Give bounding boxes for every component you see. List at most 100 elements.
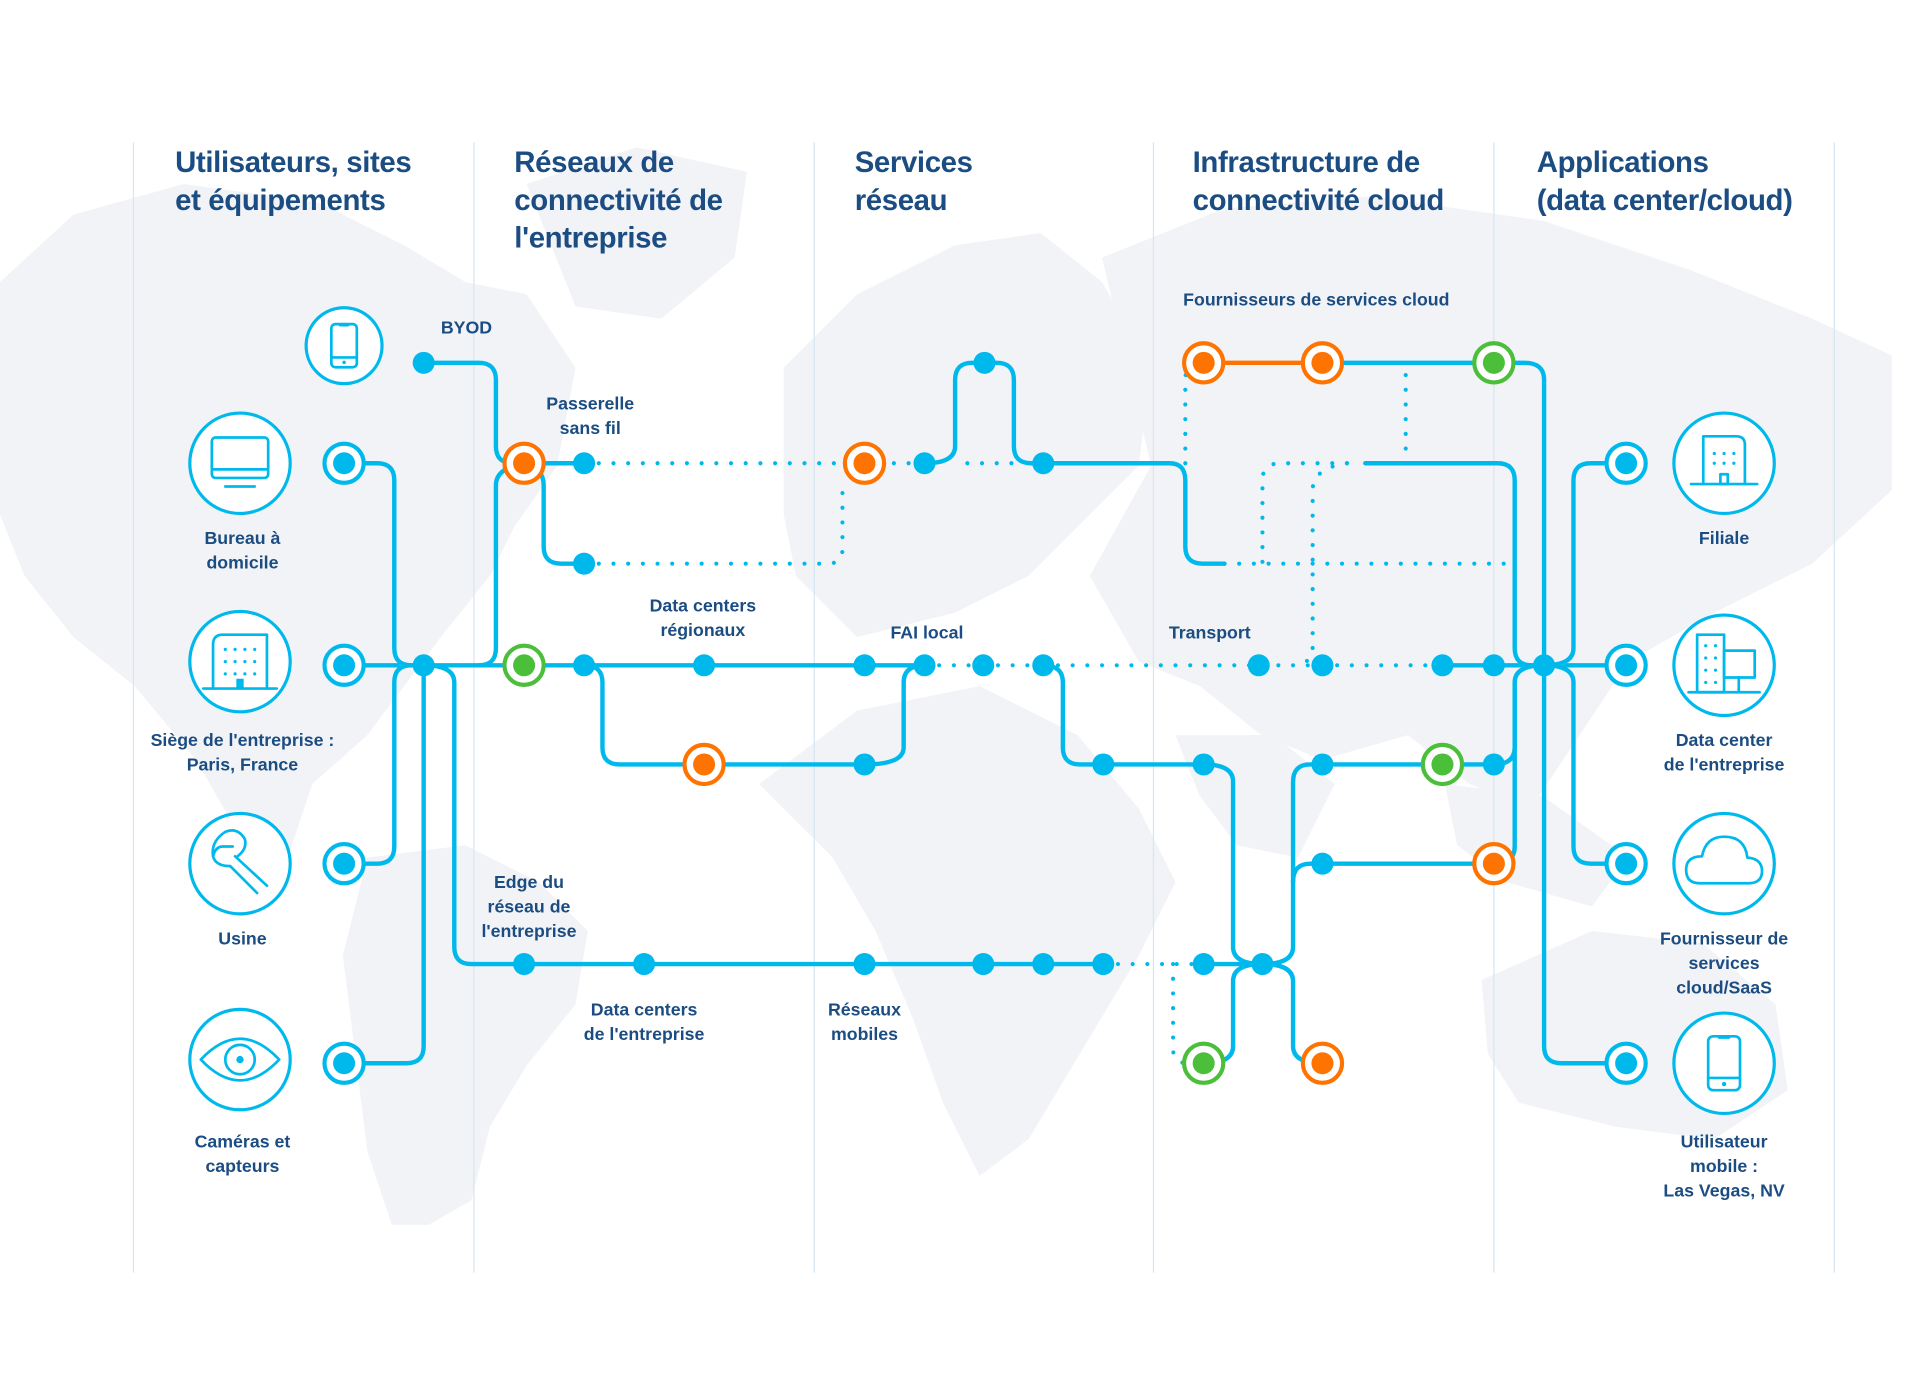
endpoint-datacenter[interactable] <box>1672 613 1776 718</box>
endpoint-cameras[interactable] <box>188 1007 292 1112</box>
endpoint-label-home-office-line: domicile <box>206 553 278 573</box>
icon-frame <box>1672 1011 1776 1116</box>
network-node[interactable] <box>1311 852 1334 875</box>
secure-node[interactable] <box>1182 1041 1226 1085</box>
network-node[interactable] <box>513 953 536 976</box>
port-mobile-user[interactable] <box>1604 1041 1648 1085</box>
port-home-office-core <box>333 452 356 475</box>
endpoint-label-factory-line: Usine <box>218 928 266 948</box>
endpoint-label-saas-line: services <box>1689 953 1760 973</box>
cloud-provider-node[interactable] <box>1472 841 1516 886</box>
wireless-dotted-link <box>1170 961 1190 1066</box>
endpoint-byod[interactable] <box>304 306 384 386</box>
network-node[interactable] <box>1431 654 1454 677</box>
network-line <box>1041 663 1265 967</box>
network-node[interactable] <box>1311 654 1334 677</box>
network-node[interactable] <box>913 452 936 475</box>
endpoint-label-headquarters-line: Paris, France <box>187 755 299 775</box>
network-line <box>1541 461 1629 668</box>
network-node[interactable] <box>573 654 596 677</box>
network-node[interactable] <box>1032 654 1055 677</box>
port-factory[interactable] <box>322 841 366 886</box>
endpoint-label-cameras-line: capteurs <box>205 1156 279 1176</box>
network-node[interactable] <box>1192 953 1215 976</box>
network-node[interactable] <box>1533 654 1556 677</box>
secure-node[interactable] <box>1420 742 1465 787</box>
cloud-provider-node[interactable] <box>1300 1041 1345 1085</box>
monitor-icon <box>188 411 292 516</box>
port-home-office[interactable] <box>322 441 366 485</box>
port-branch[interactable] <box>1604 441 1648 485</box>
network-node[interactable] <box>1482 753 1505 776</box>
secure-node[interactable] <box>502 643 546 687</box>
cloud-provider-node[interactable] <box>1300 341 1345 385</box>
network-node[interactable] <box>853 953 876 976</box>
network-node[interactable] <box>1247 654 1270 677</box>
network-node[interactable] <box>853 654 876 677</box>
network-node[interactable] <box>853 753 876 776</box>
endpoint-factory[interactable] <box>188 811 292 916</box>
network-node[interactable] <box>693 654 716 677</box>
label-regional-datacenters-line: Data centers <box>650 595 757 615</box>
port-datacenter[interactable] <box>1604 643 1648 687</box>
cloud-provider-node[interactable] <box>1182 341 1226 385</box>
port-saas[interactable] <box>1604 841 1648 886</box>
endpoint-headquarters[interactable] <box>188 609 292 714</box>
secure-node[interactable] <box>1472 341 1516 385</box>
port-cameras[interactable] <box>322 1041 366 1085</box>
network-node[interactable] <box>573 552 596 575</box>
network-node[interactable] <box>1032 953 1055 976</box>
cloud-provider-node[interactable] <box>842 441 887 485</box>
network-node[interactable] <box>972 953 995 976</box>
endpoint-label-home-office-line: Bureau à <box>204 528 280 548</box>
column-title-line: Infrastructure de <box>1193 146 1420 179</box>
secure-node-core <box>1482 351 1505 374</box>
cloud-provider-node-core <box>513 452 536 475</box>
network-node[interactable] <box>913 654 936 677</box>
column-title-line: connectivité de <box>514 184 722 217</box>
label-transport-line: Transport <box>1169 622 1251 642</box>
label-wireless-gateway-line: Passerelle <box>546 393 634 413</box>
network-node[interactable] <box>973 351 996 374</box>
port-headquarters-core <box>333 654 356 677</box>
network-line <box>1541 663 1629 866</box>
label-mobile-networks-line: mobiles <box>831 1024 898 1044</box>
port-branch-core <box>1615 452 1638 475</box>
port-headquarters[interactable] <box>322 643 366 687</box>
column-title-line: Services <box>855 146 973 179</box>
endpoint-label-factory: Usine <box>218 928 266 948</box>
network-node[interactable] <box>1482 654 1505 677</box>
network-node[interactable] <box>633 953 656 976</box>
column-title: Applications(data center/cloud) <box>1537 146 1793 217</box>
column-title-line: Applications <box>1537 146 1709 179</box>
network-node[interactable] <box>412 654 435 677</box>
endpoint-saas[interactable] <box>1672 811 1776 916</box>
label-local-isp: FAI local <box>890 622 963 642</box>
network-node[interactable] <box>573 452 596 475</box>
wireless-dotted-link <box>1295 461 1350 668</box>
map-africa <box>759 686 1176 1176</box>
network-node[interactable] <box>1192 753 1215 776</box>
network-node[interactable] <box>1092 953 1115 976</box>
cloud-provider-node-core <box>1311 351 1334 374</box>
network-node[interactable] <box>412 351 435 374</box>
endpoint-home-office[interactable] <box>188 411 292 516</box>
network-node[interactable] <box>1032 452 1055 475</box>
cloud-provider-node[interactable] <box>502 441 546 485</box>
endpoint-mobile-user[interactable] <box>1672 1011 1776 1116</box>
network-node[interactable] <box>1251 953 1274 976</box>
cloud-provider-node-core <box>853 452 876 475</box>
network-node[interactable] <box>972 654 995 677</box>
column-title-line: Utilisateurs, sites <box>175 146 411 179</box>
endpoint-label-datacenter-line: Data center <box>1676 730 1773 750</box>
label-enterprise-datacenters-line: de l'entreprise <box>584 1024 705 1044</box>
network-node[interactable] <box>1092 753 1115 776</box>
cloud-provider-node[interactable] <box>682 742 726 787</box>
endpoint-branch[interactable] <box>1672 411 1776 516</box>
network-node[interactable] <box>1311 753 1334 776</box>
